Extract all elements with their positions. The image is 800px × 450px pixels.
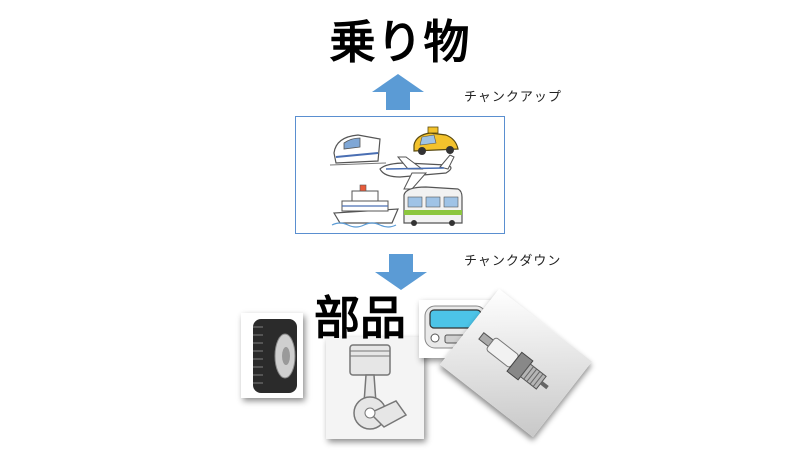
vehicles-image-box [295,116,505,234]
chunk-down-label: チャンクダウン [464,254,562,269]
piston-photo [326,337,424,439]
bullet-train-icon [329,134,387,166]
airplane-icon [379,154,455,190]
commuter-train-icon [403,186,463,226]
piston-icon [326,337,424,439]
spark-plug-photo [439,288,593,438]
up-arrow-icon [372,74,424,110]
spark-plug-icon [439,288,593,438]
title-parts: 部品 [314,291,406,345]
down-arrow-icon [375,254,427,290]
title-vehicles: 乗り物 [329,15,471,69]
chunk-up-label: チャンクアップ [464,90,562,105]
taxi-icon [413,126,459,155]
tire-icon [253,319,297,393]
car-front-icon [424,305,487,349]
tire-photo [241,313,303,398]
ship-icon [331,184,399,228]
